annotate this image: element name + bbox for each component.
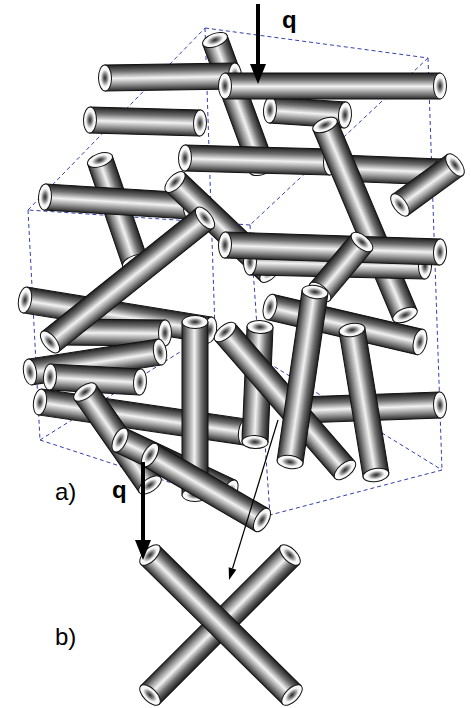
rod-end [219,73,232,99]
rod-end [136,681,164,708]
arrow-head [135,540,151,560]
cube-edge [205,28,428,58]
rod-end [178,145,192,171]
rod-end [247,320,274,334]
cylinder-rod [138,440,274,534]
rod-end [276,541,304,569]
rod-end [86,150,115,171]
q-arrow [135,462,151,560]
rod-end [161,168,188,196]
rod-end [98,65,111,91]
rod-body [141,546,301,705]
arrow-shaft [233,420,278,569]
arrow-shaft [141,462,145,540]
rod-end [301,284,329,301]
rod-end [338,102,353,129]
cylinder-rod [136,541,306,708]
rod-end [43,364,57,391]
rod-end [434,73,447,99]
rod-end [278,681,306,708]
arrow-head [250,64,266,84]
rod-body [215,323,355,478]
rod-end [433,392,447,418]
arrow-head [229,567,237,580]
rod-end [83,107,97,133]
rod-end [387,191,413,220]
rod-crossing [136,541,306,708]
rod-end [310,114,339,136]
rod-end [211,319,239,346]
rod-packing [17,29,468,534]
rod-end [37,328,63,356]
cylinder-rod [178,145,337,175]
rod-end [261,293,280,321]
rod-end [38,184,53,211]
rod-end [192,204,218,232]
cylinder-rod [338,321,390,483]
rod-body [105,63,235,91]
rod-end [331,457,359,484]
rod-end [201,29,230,50]
cylinder-rod [83,107,207,136]
rod-end [182,316,208,329]
cylinder-rod [387,151,468,220]
rod-end [338,321,366,338]
cylinder-rod [211,319,359,484]
rod-end [17,286,34,314]
rod-end [348,229,376,256]
leader-arrow [229,420,278,580]
figure-label: q [282,8,297,32]
rod-end [22,358,39,386]
figure-label: q [112,478,127,502]
figure-label: a) [55,480,76,504]
rod-end [193,110,207,136]
rod-end [276,454,304,471]
rod-end [362,466,390,483]
rod-end [263,97,278,124]
rod-end [433,239,447,265]
cube-edge [270,470,442,515]
rod-end [218,232,232,258]
rod-body [339,328,389,477]
figure-label: b) [55,625,76,649]
rod-body [143,444,268,531]
q-arrow [250,4,266,84]
arrow-shaft [256,4,260,64]
rod-end [109,425,132,454]
rod-end [411,328,430,356]
rod-end [250,505,274,534]
rod-end [442,151,468,180]
dashed-cube [28,28,442,515]
rod-end [32,388,49,416]
rod-end [242,435,269,449]
rod-end [133,369,147,396]
cylinder-rod [219,73,447,99]
rod-end [71,379,100,405]
rod-end [152,338,169,366]
rod-body [185,145,331,175]
rod-body [90,107,201,136]
rod-body [277,290,328,464]
cylinder-rod [276,284,329,471]
cylinder-rod [136,541,304,708]
